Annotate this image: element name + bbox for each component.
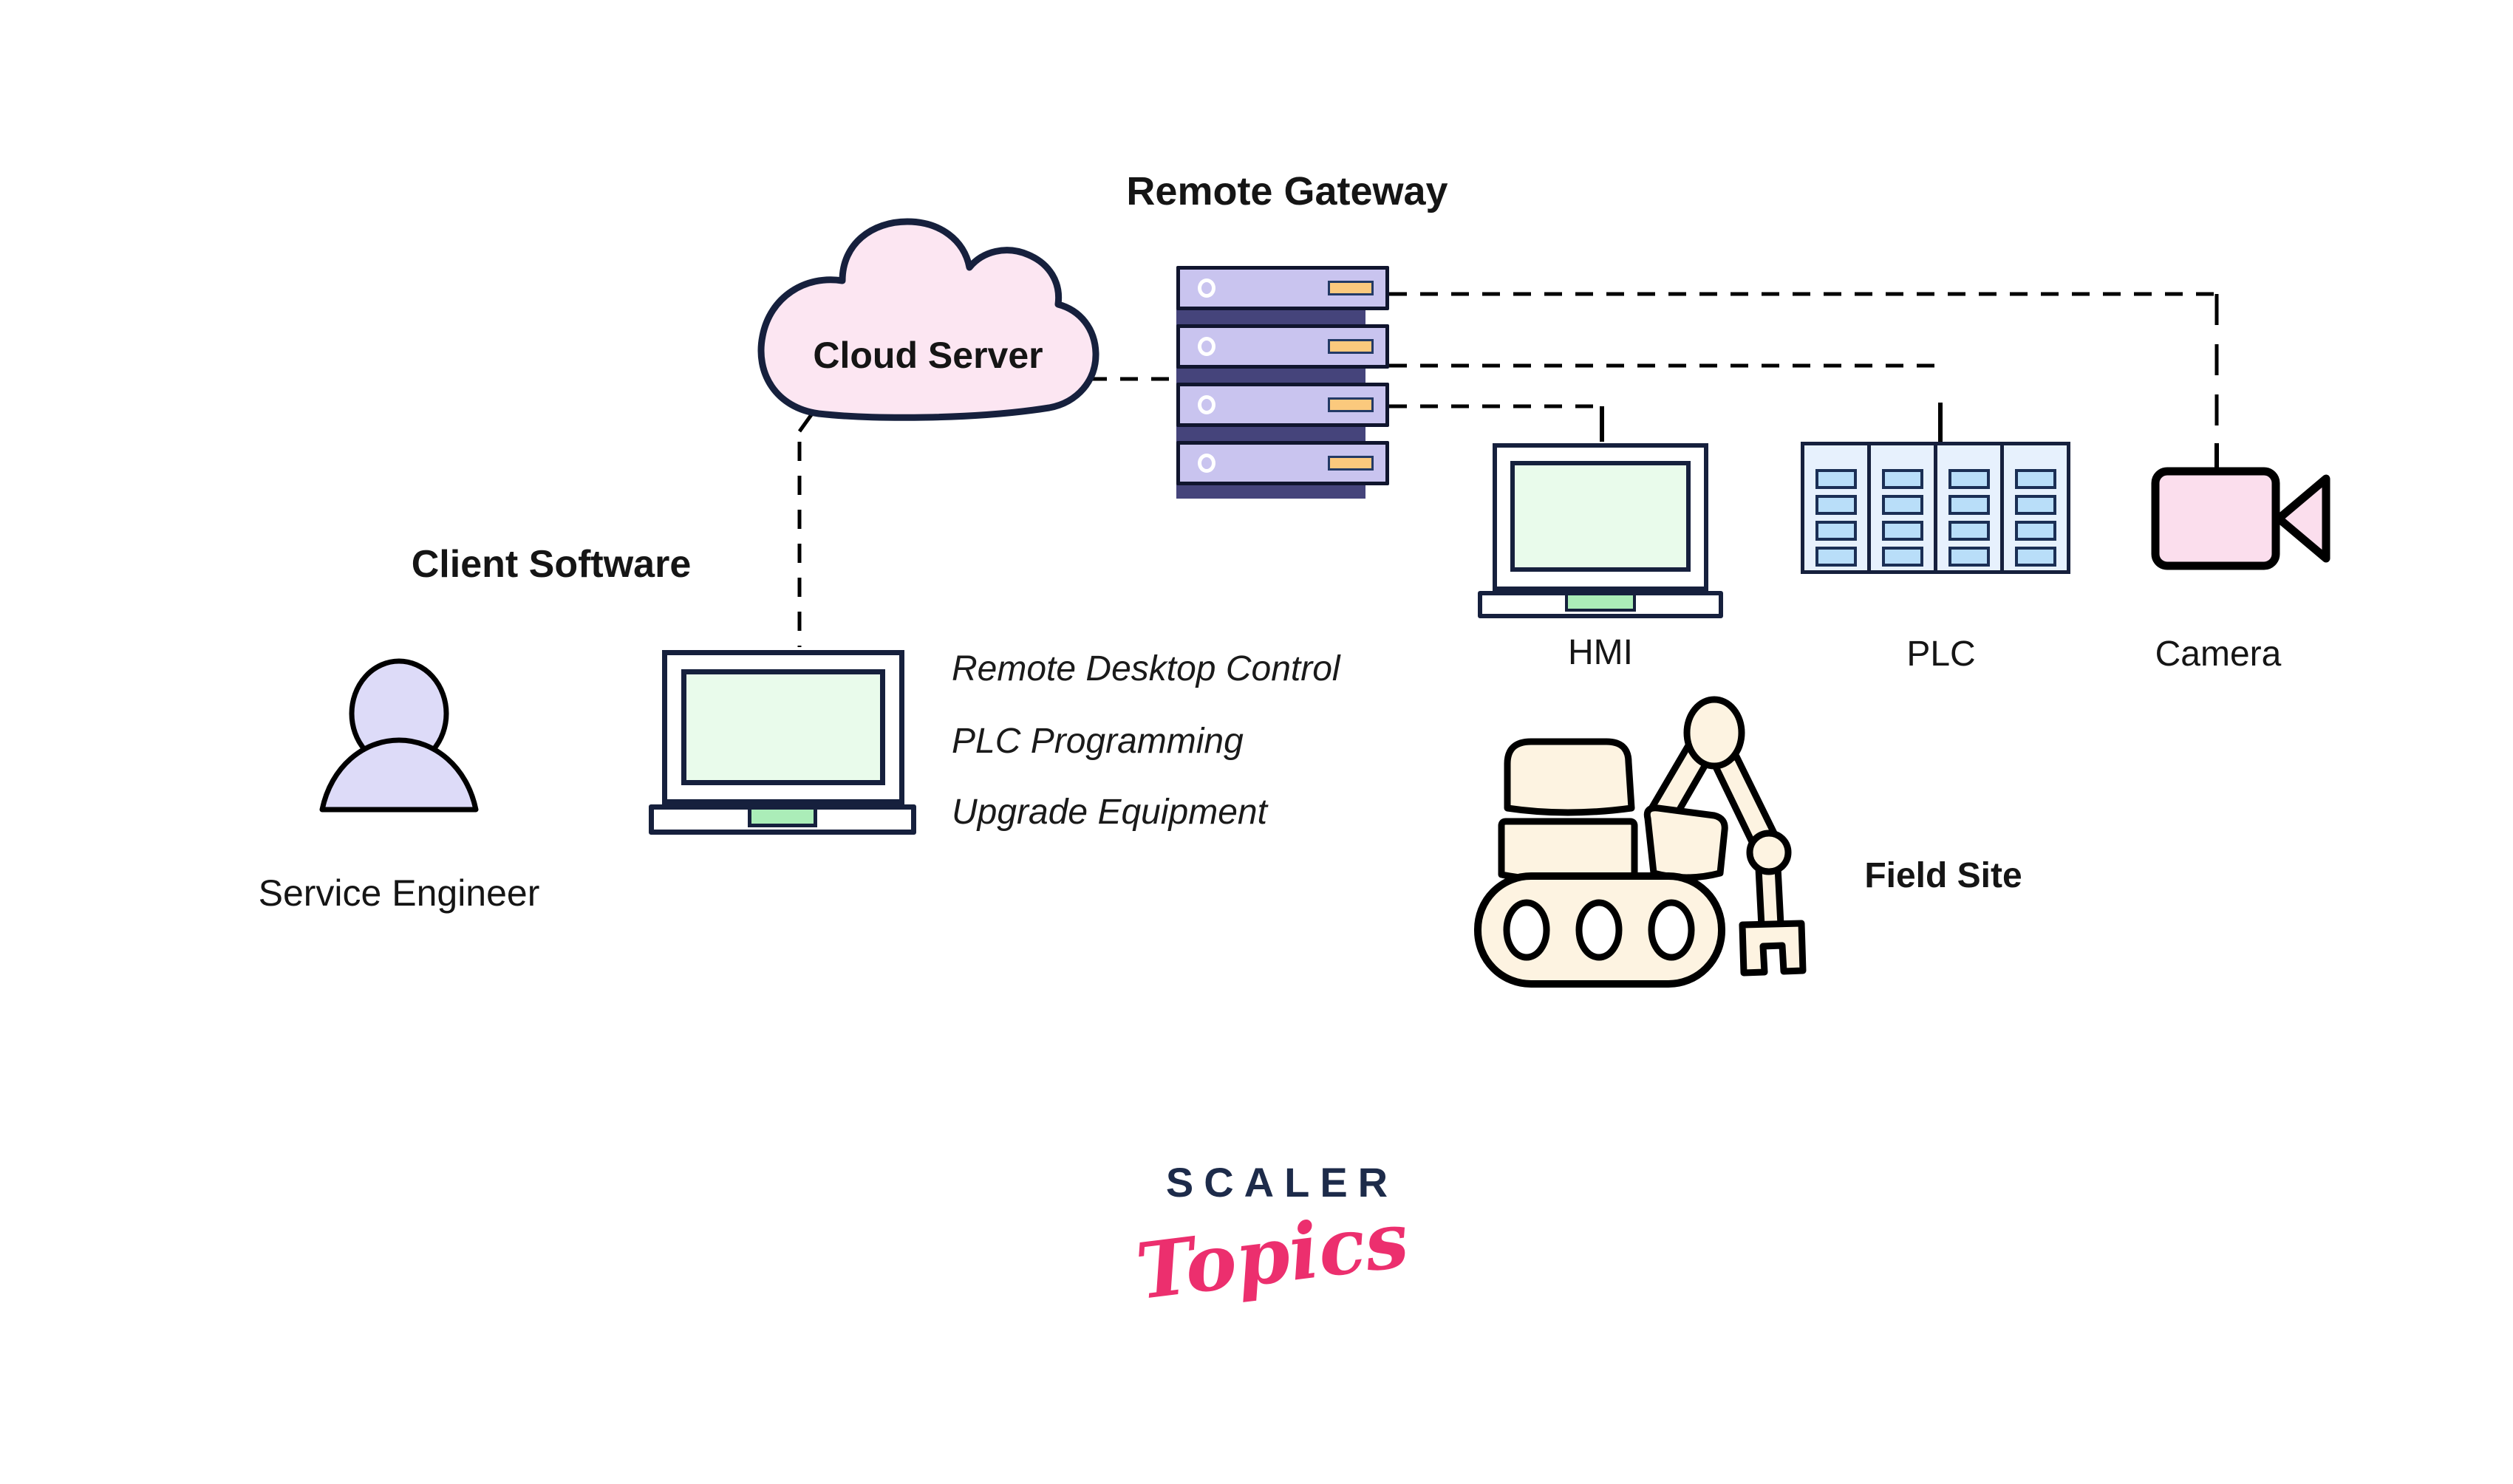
excavator-elbow-joint	[1746, 830, 1792, 875]
server-power-ring-icon	[1198, 395, 1215, 414]
plc-terminal	[1948, 469, 1990, 489]
plc-terminal	[2014, 495, 2056, 515]
plc-terminal	[1881, 469, 1923, 489]
server-led-icon	[1328, 281, 1374, 295]
plc-label: PLC	[1906, 635, 1976, 674]
plc-terminal	[1815, 547, 1857, 567]
plc-terminal	[1815, 495, 1857, 515]
excavator-wheel	[1648, 899, 1695, 961]
camera-icon	[2151, 467, 2330, 570]
plc-terminal	[1881, 521, 1923, 541]
server-unit	[1176, 383, 1389, 427]
plc-module	[1934, 442, 2004, 574]
excavator-shoulder-joint	[1683, 696, 1745, 770]
plc-terminal	[2014, 521, 2056, 541]
plc-terminal	[1948, 495, 1990, 515]
hmi-notch	[1565, 595, 1636, 612]
remote-gateway-title: Remote Gateway	[1126, 169, 1448, 213]
camera-icon-lens	[2274, 474, 2330, 563]
service-engineer-label: Service Engineer	[258, 872, 540, 914]
server-led-icon	[1328, 339, 1374, 354]
field-site-label: Field Site	[1864, 856, 2022, 895]
capability-remote-desktop-control: Remote Desktop Control	[952, 649, 1340, 688]
client-software-label: Client Software	[411, 543, 692, 586]
plc-module	[2000, 442, 2070, 574]
hmi-screen	[1510, 461, 1691, 572]
laptop-base	[649, 804, 916, 835]
plc-terminal	[1948, 521, 1990, 541]
capability-upgrade-equipment: Upgrade Equipment	[952, 793, 1267, 832]
excavator-icon	[1474, 696, 1807, 988]
person-icon	[319, 658, 479, 813]
excavator-cab-top	[1504, 738, 1635, 816]
hmi-label: HMI	[1568, 633, 1633, 672]
laptop-screen	[681, 669, 885, 785]
plc-terminal	[1815, 469, 1857, 489]
server-connector	[1176, 482, 1365, 499]
excavator-claw	[1739, 920, 1807, 977]
server-led-icon	[1328, 456, 1374, 471]
cloud-icon	[757, 218, 1099, 421]
plc-terminal	[2014, 469, 2056, 489]
excavator-wheel	[1575, 899, 1623, 961]
plc-module	[1801, 442, 1871, 574]
plc-terminal	[2014, 547, 2056, 567]
plc-rack-icon	[1801, 442, 2070, 574]
hmi-base	[1478, 591, 1723, 618]
laptop-trackpad	[748, 810, 817, 827]
server-stack-icon	[1176, 266, 1389, 499]
excavator-arm-wrist	[1755, 864, 1784, 930]
plc-terminal	[1881, 495, 1923, 515]
excavator-blade	[1643, 804, 1728, 881]
plc-terminal	[1815, 521, 1857, 541]
excavator-wheel	[1503, 899, 1550, 961]
excavator-cab-body	[1498, 818, 1638, 884]
server-power-ring-icon	[1198, 278, 1215, 298]
plc-terminal	[1948, 547, 1990, 567]
server-unit	[1176, 441, 1389, 485]
server-unit	[1176, 324, 1389, 369]
server-led-icon	[1328, 397, 1374, 412]
server-power-ring-icon	[1198, 454, 1215, 473]
capability-plc-programming: PLC Programming	[952, 722, 1244, 761]
camera-label: Camera	[2155, 635, 2282, 674]
plc-terminal	[1881, 547, 1923, 567]
person-icon-shoulders	[319, 737, 479, 813]
cloud-server-label: Cloud Server	[813, 335, 1043, 376]
camera-icon-body	[2151, 467, 2280, 570]
plc-module	[1867, 442, 1937, 574]
logo-brand-text: SCALER	[1165, 1159, 1399, 1206]
server-unit	[1176, 266, 1389, 310]
server-power-ring-icon	[1198, 337, 1215, 356]
